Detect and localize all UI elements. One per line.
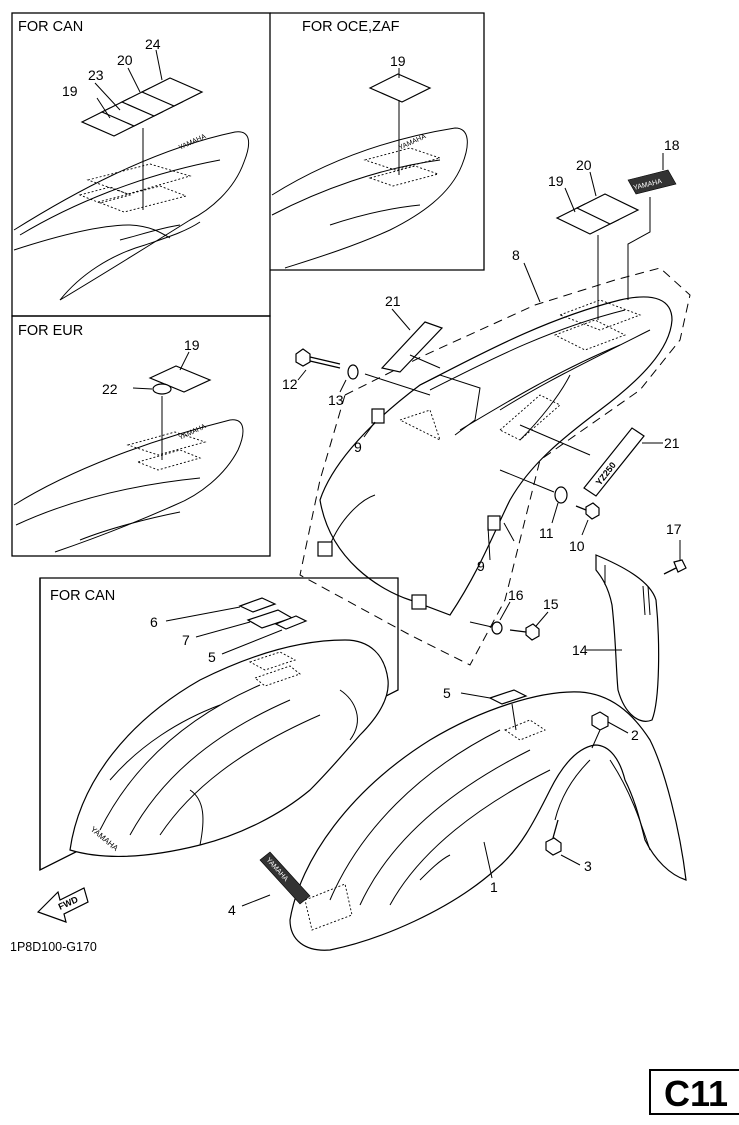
part-number: 7 — [182, 632, 190, 648]
bolt-12 — [295, 348, 341, 369]
inset-for-can-seat: FOR CAN 24 20 23 19 YAMAHA — [11, 12, 271, 317]
inset-border — [11, 315, 271, 557]
mount-tab — [411, 594, 427, 610]
screw-17 — [663, 559, 687, 575]
decal-21 — [380, 321, 444, 373]
decal-6 — [238, 597, 277, 613]
bolt-15 — [509, 623, 540, 641]
part-number: 21 — [385, 293, 401, 309]
collar-2 — [591, 711, 629, 734]
front-fender-sketch: YAMAHA — [69, 639, 389, 857]
inset-title: FOR EUR — [18, 323, 83, 339]
washer-13 — [347, 364, 359, 380]
part-number: 12 — [282, 376, 298, 392]
part-number: 19 — [184, 337, 200, 353]
part-number: 17 — [666, 521, 682, 537]
bolt-3 — [545, 819, 562, 856]
part-number: 19 — [390, 53, 406, 69]
part-number: 18 — [664, 137, 680, 153]
rear-fender-sketch: YAMAHA — [271, 127, 468, 269]
part-number: 2 — [631, 727, 639, 743]
part-number: 8 — [512, 247, 520, 263]
page-code: C11 — [664, 1073, 728, 1114]
inset-border — [270, 12, 485, 271]
part-number: 21 — [664, 435, 680, 451]
inset-border — [11, 12, 271, 317]
part-number: 9 — [354, 439, 362, 455]
part-number: 1 — [490, 879, 498, 895]
part-number: 20 — [117, 52, 133, 68]
clip-9 — [487, 515, 501, 531]
part-number: 13 — [328, 392, 344, 408]
part-number: 11 — [539, 525, 554, 541]
page-code-box: C11 — [649, 1069, 739, 1115]
part-number: 14 — [572, 642, 588, 658]
rear-fender-sketch: YAMAHA — [13, 419, 244, 553]
part-number: 5 — [208, 649, 216, 665]
collar-16 — [469, 621, 503, 635]
part-number: 19 — [62, 83, 78, 99]
part-number: 23 — [88, 67, 104, 83]
rear-fender-sketch: YAMAHA — [13, 131, 250, 301]
inset-for-eur: FOR EUR 19 22 YAMAHA — [11, 315, 271, 557]
part-number: 5 — [443, 685, 451, 701]
side-decal-21: YZ250 — [583, 427, 645, 497]
part-22-round — [152, 383, 172, 395]
part-number: 4 — [228, 902, 236, 918]
part-number: 6 — [150, 614, 158, 630]
decal-19 — [148, 365, 212, 393]
seat-decal-set — [80, 77, 204, 137]
decal-19 — [368, 73, 432, 103]
assembly-boundary — [299, 267, 691, 666]
decal-20 — [575, 193, 640, 225]
inset-for-oce-zaf: FOR OCE,ZAF 19 YAMAHA — [270, 12, 485, 271]
yamaha-logo: YAMAHA — [178, 423, 208, 442]
part-number: 20 — [576, 157, 592, 173]
rear-fender-assembly: YZ250 YAMAHA — [282, 137, 691, 722]
yamaha-logo: YAMAHA — [178, 133, 208, 152]
inset-title: FOR OCE,ZAF — [302, 19, 400, 35]
bolt-10 — [575, 502, 600, 520]
part-number: 22 — [102, 381, 118, 397]
part-number: 10 — [569, 538, 585, 554]
part-number: 19 — [548, 173, 564, 189]
inset-title: FOR CAN — [50, 588, 115, 604]
front-fender-assembly: YAMAHA 5 2 3 1 4 — [228, 685, 687, 951]
front-fender-1 — [289, 691, 687, 951]
part-number: 16 — [508, 587, 524, 603]
part-number: 9 — [477, 558, 485, 574]
washer-11 — [554, 486, 568, 504]
mud-flap-14 — [595, 554, 660, 722]
rear-fender — [319, 296, 673, 616]
part-number: 24 — [145, 36, 161, 52]
inset-title: FOR CAN — [18, 19, 83, 35]
part-number: 3 — [584, 858, 592, 874]
part-number: 15 — [543, 596, 559, 612]
mount-tab — [317, 541, 333, 557]
clip-9 — [371, 408, 385, 424]
decal-18 — [627, 169, 677, 195]
diagram-code: 1P8D100-G170 — [10, 940, 97, 954]
inset-for-can-fender: FOR CAN 6 7 5 YAMAHA — [39, 577, 399, 872]
decal-5 — [274, 615, 308, 630]
fwd-arrow: FWD — [36, 887, 89, 923]
decal-5 — [488, 689, 528, 705]
